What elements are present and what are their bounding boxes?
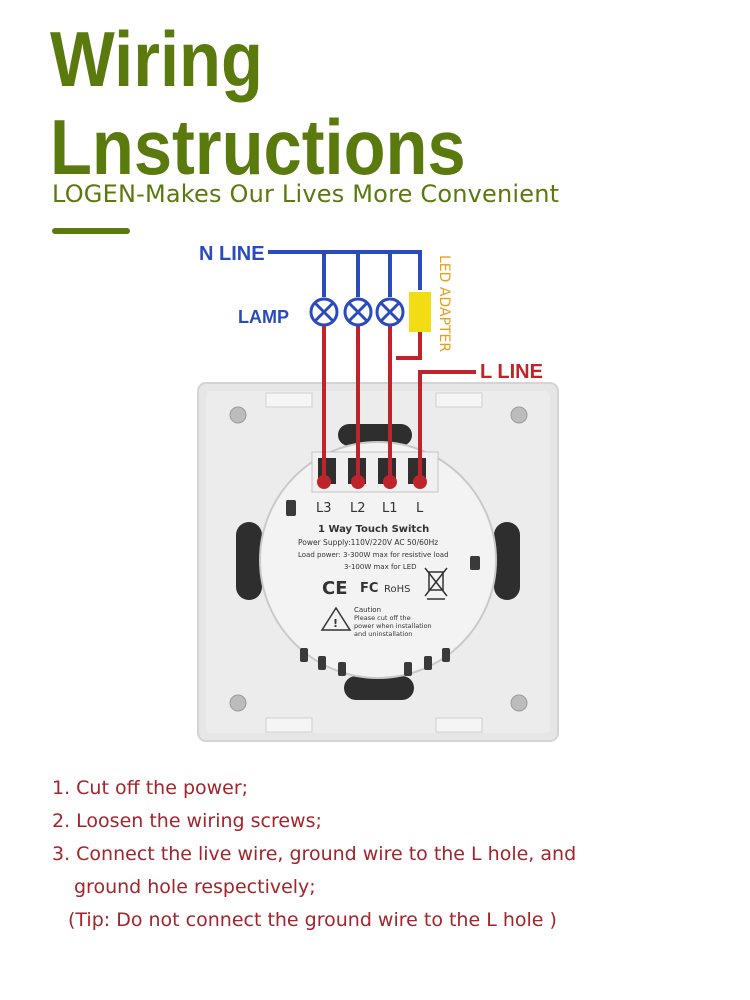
led-adapter-box xyxy=(409,292,431,332)
live-wires xyxy=(322,326,476,481)
terminal-label-l: L xyxy=(416,501,424,516)
instruction-steps: 1. Cut off the power; 2. Loosen the wiri… xyxy=(52,772,712,937)
lamp-symbols xyxy=(309,297,405,327)
step-1: 1. Cut off the power; xyxy=(52,777,249,799)
screw-hole xyxy=(510,694,528,712)
screw-hole xyxy=(229,694,247,712)
lamp-label: LAMP xyxy=(238,307,289,327)
terminal-label-l2: L2 xyxy=(350,501,366,516)
screw-hole xyxy=(510,406,528,424)
mount-slot xyxy=(344,676,414,700)
switch-label-power: Power Supply:110V/220V AC 50/60Hz xyxy=(298,538,438,547)
subtitle: LOGEN-Makes Our Lives More Convenient xyxy=(52,180,560,208)
mount-slot xyxy=(494,522,520,600)
terminal-dots xyxy=(317,475,427,489)
title-underline xyxy=(52,228,130,234)
caution-title: Caution xyxy=(354,606,381,614)
title-line-1: Wiring xyxy=(50,15,263,103)
rohs-mark: RoHS xyxy=(384,584,410,595)
caution-line-1: Please cut off the xyxy=(354,614,411,622)
led-adapter-label: LED ADAPTER xyxy=(436,255,452,352)
mount-slot xyxy=(236,522,262,600)
clip xyxy=(435,717,483,733)
vent-slots xyxy=(286,500,480,676)
screw-hole xyxy=(229,406,247,424)
clip xyxy=(265,392,313,408)
switch-label-load: Load power: 3-300W max for resistive loa… xyxy=(298,551,449,559)
n-line-label: N LINE xyxy=(199,243,265,265)
caution-icon: ! xyxy=(320,606,352,631)
clip xyxy=(265,717,313,733)
ce-mark: CE xyxy=(322,578,348,599)
weee-bin-icon xyxy=(424,567,448,600)
neutral-wires xyxy=(268,250,422,297)
clip xyxy=(435,392,483,408)
switch-label-led: 3-100W max for LED xyxy=(344,563,417,571)
step-3: 3. Connect the live wire, ground wire to… xyxy=(52,843,577,865)
caution-line-2: power when installation xyxy=(354,622,432,630)
switch-label-title: 1 Way Touch Switch xyxy=(318,524,429,535)
svg-text:!: ! xyxy=(333,617,338,630)
terminal-label-l1: L1 xyxy=(382,501,398,516)
switch-body xyxy=(259,441,497,679)
tip-note: (Tip: Do not connect the ground wire to … xyxy=(68,909,557,931)
caution-line-3: and uninstallation xyxy=(354,630,412,638)
step-2: 2. Loosen the wiring screws; xyxy=(52,810,322,832)
terminal-label-l3: L3 xyxy=(316,501,332,516)
title-line-2: Lnstructions xyxy=(50,103,466,191)
fc-mark: FC xyxy=(360,581,378,596)
l-line-label: L LINE xyxy=(480,361,543,383)
step-3-continued: ground hole respectively; xyxy=(74,876,316,898)
